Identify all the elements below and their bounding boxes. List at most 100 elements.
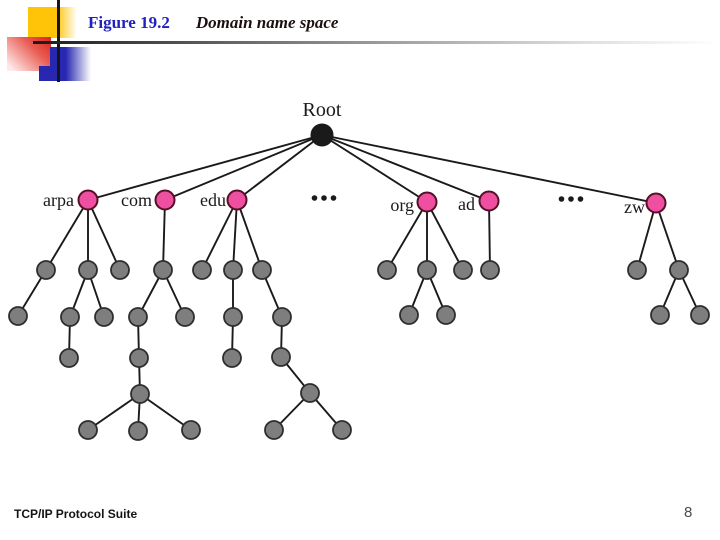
- tree-edge-c5-c8: [139, 393, 192, 431]
- slide-title: Figure 19.2 Domain name space: [88, 13, 338, 33]
- ellipsis-dots-1: [311, 195, 318, 201]
- tree-node-root: [310, 123, 334, 147]
- node-label-edu: edu: [200, 190, 226, 210]
- tree-node-e2: [223, 260, 243, 280]
- header-rule: [33, 41, 720, 44]
- tree-node-zw: [645, 192, 667, 214]
- tree-edge-edu-e3: [236, 199, 263, 271]
- tree-edge-c4-c5: [138, 357, 141, 395]
- tree-node-d1: [480, 260, 500, 280]
- tree-edge-arpa-a3: [87, 199, 121, 271]
- node-label-zw: zw: [624, 197, 645, 217]
- node-label-arpa: arpa: [43, 190, 74, 210]
- tree-edge-zw-z1: [636, 202, 657, 271]
- tree-node-edu: [226, 189, 248, 211]
- tree-node-org: [416, 191, 438, 213]
- tree-edge-root-edu: [236, 134, 323, 201]
- tree-node-o3: [453, 260, 473, 280]
- tree-node-z2: [669, 260, 689, 280]
- figure-number: Figure 19.2: [88, 13, 170, 32]
- tree-node-c4: [129, 348, 149, 368]
- tree-edge-root-org: [321, 134, 428, 203]
- tree-edge-e4-e5: [231, 316, 234, 359]
- tree-edge-root-ad: [321, 134, 490, 202]
- tree-node-c2: [128, 307, 148, 327]
- ellipsis-dots-2: [558, 196, 565, 202]
- tree-node-e1: [192, 260, 212, 280]
- tree-edge-arpa-a1: [45, 199, 89, 271]
- tree-node-o4: [399, 305, 419, 325]
- tree-node-c8: [181, 420, 201, 440]
- ellipsis-dots-2: [577, 196, 584, 202]
- tree-edge-c1-c3: [162, 269, 186, 318]
- tree-edge-c5-c6: [87, 393, 141, 431]
- ellipsis-dots-1: [321, 195, 327, 201]
- tree-node-z1: [627, 260, 647, 280]
- tree-edge-e3-e6: [261, 269, 283, 318]
- tree-node-c6: [78, 420, 98, 440]
- tree-node-com: [154, 189, 176, 211]
- tree-edge-zw-z2: [655, 202, 680, 271]
- tree-edge-c2-c4: [137, 316, 140, 359]
- figure-title: Domain name space: [195, 13, 339, 32]
- tree-node-c1: [153, 260, 173, 280]
- tree-node-a2: [78, 260, 98, 280]
- ornament-blue-tab: [39, 66, 53, 81]
- tree-node-e6: [272, 307, 292, 327]
- tree-node-a6: [94, 307, 114, 327]
- node-label-root: Root: [303, 99, 342, 121]
- tree-node-c7: [128, 421, 148, 441]
- node-label-org: org: [390, 195, 414, 215]
- tree-edge-o2-o4: [408, 269, 428, 316]
- tree-edge-e8-e9: [273, 392, 311, 431]
- tree-node-e7: [271, 347, 291, 367]
- tree-edge-z2-z4: [678, 269, 701, 316]
- tree-edge-ad-d1: [488, 200, 491, 271]
- tree-node-e10: [332, 420, 352, 440]
- tree-edge-com-c1: [162, 199, 166, 271]
- tree-node-c5: [130, 384, 150, 404]
- ellipsis-dots-2: [568, 196, 574, 202]
- tree-edge-a2-a5: [69, 269, 89, 318]
- tree-node-e4: [223, 307, 243, 327]
- tree-edge-a2-a6: [87, 269, 105, 318]
- tree-node-a5: [60, 307, 80, 327]
- tree-node-o2: [417, 260, 437, 280]
- tree-node-o5: [436, 305, 456, 325]
- tree-edge-o2-o5: [426, 269, 447, 316]
- node-label-com: com: [121, 190, 152, 210]
- ornament-yellow-square: [28, 7, 77, 38]
- tree-edge-edu-e1: [201, 199, 238, 271]
- tree-edge-root-zw: [321, 134, 657, 204]
- tree-edge-a1-a4: [17, 269, 47, 317]
- tree-node-c3: [175, 307, 195, 327]
- tree-node-arpa: [77, 189, 99, 211]
- tree-node-ad: [478, 190, 500, 212]
- tree-edge-e7-e8: [280, 356, 311, 394]
- tree-node-o1: [377, 260, 397, 280]
- tree-edge-org-o3: [426, 201, 464, 271]
- tree-edge-root-arpa: [87, 134, 323, 201]
- tree-node-a1: [36, 260, 56, 280]
- tree-node-e5: [222, 348, 242, 368]
- tree-edge-c1-c2: [137, 269, 164, 318]
- tree-node-e3: [252, 260, 272, 280]
- tree-edge-edu-e2: [232, 199, 238, 271]
- tree-edge-org-o1: [386, 201, 428, 271]
- tree-node-z4: [690, 305, 710, 325]
- tree-node-a4: [8, 306, 28, 326]
- tree-node-z3: [650, 305, 670, 325]
- tree-edge-e6-e7: [280, 316, 283, 358]
- page-number: 8: [684, 504, 693, 521]
- tree-node-e8: [300, 383, 320, 403]
- ornament-blue-square: [50, 47, 91, 81]
- tree-edge-c5-c7: [137, 393, 141, 432]
- ellipsis-dots-1: [330, 195, 337, 201]
- tree-edge-e8-e10: [309, 392, 343, 431]
- tree-edge-a5-a7: [68, 316, 71, 359]
- tree-edge-z2-z3: [659, 269, 680, 316]
- footer-title: TCP/IP Protocol Suite: [14, 507, 138, 521]
- tree-node-a3: [110, 260, 130, 280]
